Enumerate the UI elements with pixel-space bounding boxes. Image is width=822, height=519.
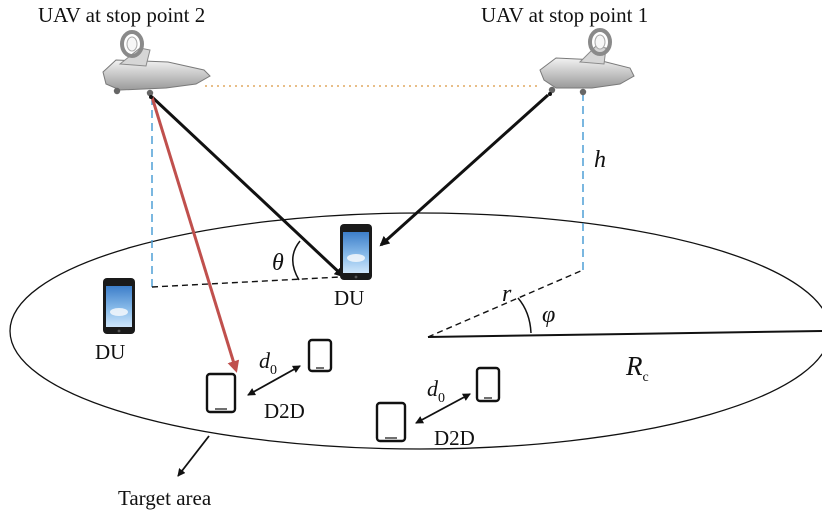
du-center-label: DU [334, 286, 364, 310]
coverage-radius-sub: c [643, 370, 649, 385]
du-left-label: DU [95, 340, 125, 364]
theta-angle-arc [292, 240, 301, 281]
d2d-distance-2-sub: 0 [438, 391, 445, 406]
phi-label: φ [542, 302, 555, 328]
uav-stop-1-label: UAV at stop point 1 [481, 3, 648, 27]
coverage-radius-line [427, 330, 822, 338]
uav-stop-2-icon [102, 30, 211, 99]
theta-label: θ [272, 250, 284, 276]
d2d-1-label: D2D [264, 399, 305, 423]
height-label: h [594, 147, 606, 173]
uav2-ground-projection [151, 276, 341, 288]
coverage-radius-label: Rc [625, 351, 649, 385]
radius-r-line [427, 269, 584, 338]
d2d-link-2 [415, 393, 471, 424]
uav2-to-d2d-link [150, 96, 240, 373]
d2d-link-1 [247, 365, 301, 396]
target-area-pointer [177, 435, 210, 477]
d2d-device-2a-icon [375, 401, 407, 443]
d2d-distance-1-label: d0 [259, 348, 277, 378]
d2d-distance-1-sub: 0 [270, 363, 277, 378]
uav-stop-1-icon [539, 28, 635, 96]
d2d-device-1b-icon [307, 338, 333, 373]
d2d-distance-2-label: d0 [427, 376, 445, 406]
uav1-to-du-link [379, 93, 550, 247]
coverage-radius-main: R [625, 351, 643, 381]
d2d-distance-2-main: d [427, 376, 439, 401]
du-phone-left-icon [103, 278, 135, 334]
du-phone-center-icon [340, 224, 372, 280]
target-area-ellipse [9, 212, 822, 450]
d2d-distance-1-main: d [259, 348, 271, 373]
uav2-to-du-link [150, 95, 345, 278]
d2d-device-1a-icon [205, 372, 237, 414]
target-area-label: Target area [118, 486, 212, 510]
d2d-device-2b-icon [475, 366, 501, 403]
radius-r-label: r [502, 281, 512, 307]
phi-angle-arc [517, 297, 532, 334]
uav-stop-2-label: UAV at stop point 2 [38, 3, 205, 27]
d2d-2-label: D2D [434, 426, 475, 450]
